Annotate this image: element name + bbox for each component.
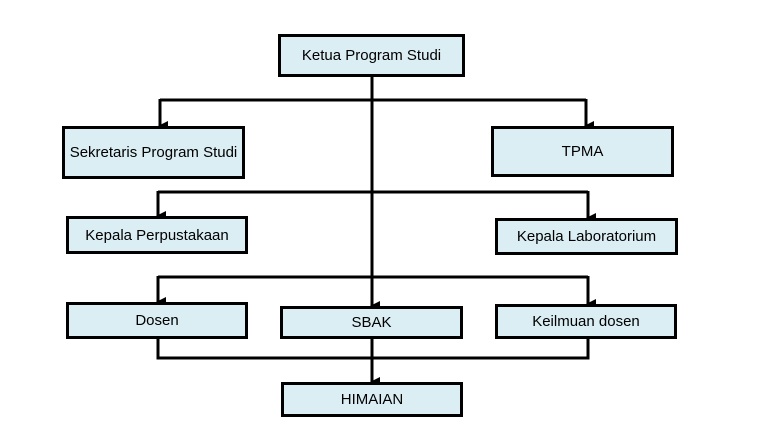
node-sekretaris-program-studi: Sekretaris Program Studi xyxy=(62,126,245,179)
node-sbak: SBAK xyxy=(280,306,463,339)
node-himaian: HIMAIAN xyxy=(281,382,463,417)
node-ketua-program-studi: Ketua Program Studi xyxy=(278,34,465,77)
node-label: HIMAIAN xyxy=(340,391,404,408)
node-dosen: Dosen xyxy=(66,302,248,339)
node-label: SBAK xyxy=(351,314,392,331)
node-label: Sekretaris Program Studi xyxy=(69,144,238,161)
node-keilmuan-dosen: Keilmuan dosen xyxy=(495,304,677,339)
node-kepala-perpustakaan: Kepala Perpustakaan xyxy=(66,216,248,254)
node-kepala-laboratorium: Kepala Laboratorium xyxy=(495,218,678,255)
node-label: Ketua Program Studi xyxy=(301,47,442,64)
node-tpma: TPMA xyxy=(491,126,674,177)
node-label: Kepala Laboratorium xyxy=(516,228,657,245)
node-label: Kepala Perpustakaan xyxy=(85,226,229,244)
node-label: Keilmuan dosen xyxy=(532,313,640,330)
node-label: TPMA xyxy=(561,143,604,160)
node-label: Dosen xyxy=(135,312,179,329)
